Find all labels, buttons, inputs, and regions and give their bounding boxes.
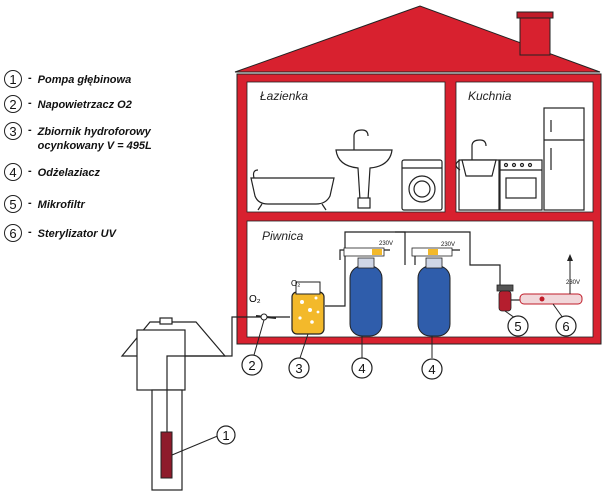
voltage-label-2: 230V — [441, 242, 455, 248]
legend-number: 2 — [4, 95, 22, 113]
voltage-label-1: 230V — [379, 241, 393, 247]
svg-text:4: 4 — [428, 362, 435, 377]
legend-dash: - — [28, 72, 32, 84]
legend-text: Napowietrzacz O2 — [37, 99, 132, 111]
legend-number: 6 — [4, 224, 22, 242]
legend-number: 4 — [4, 163, 22, 181]
callout-6: 6 — [552, 303, 577, 337]
o2-pipe-label: O₂ — [249, 294, 261, 305]
svg-text:1: 1 — [222, 428, 229, 443]
kitchen-sink-icon — [455, 139, 500, 211]
bathroom-label: Łazienka — [260, 89, 308, 103]
well-cover — [120, 317, 227, 391]
callout-3: 3 — [288, 333, 310, 379]
iron-filter-2 — [411, 247, 453, 337]
callout-5: 5 — [504, 310, 529, 337]
svg-text:5: 5 — [514, 319, 521, 334]
iron-filter-1 — [343, 247, 385, 337]
legend-dash: - — [28, 124, 32, 136]
legend-item-2: 2 - Napowietrzacz O2 — [4, 95, 132, 113]
legend-dash: - — [28, 97, 32, 109]
svg-text:2: 2 — [248, 358, 255, 373]
fridge-icon — [543, 107, 585, 211]
callout-1: 1 — [171, 425, 236, 456]
legend-item-3: 3 - Zbiornik hydroforowy ocynkowany V = … — [4, 122, 152, 153]
legend-text: Pompa głębinowa — [37, 74, 132, 86]
deep-well-pump — [160, 431, 173, 479]
legend-item-6: 6 - Sterylizator UV — [4, 224, 116, 242]
bathtub-icon — [250, 169, 335, 211]
uv-sterilizer-icon — [519, 254, 583, 305]
microfilter-icon — [496, 284, 514, 312]
roof — [234, 5, 601, 73]
svg-text:3: 3 — [295, 361, 302, 376]
chimney — [519, 14, 551, 56]
legend-number: 1 — [4, 70, 22, 88]
legend-text: Odżelaziacz — [37, 167, 101, 179]
legend-number: 5 — [4, 195, 22, 213]
stove-icon — [499, 159, 543, 211]
legend-item-4: 4 - Odżelaziacz — [4, 163, 100, 181]
legend-item-5: 5 - Mikrofiltr — [4, 195, 85, 213]
voltage-label-3: 230V — [566, 280, 580, 286]
svg-text:6: 6 — [562, 319, 569, 334]
hydrofor-tank — [291, 281, 325, 335]
legend-number: 3 — [4, 122, 22, 140]
svg-text:4: 4 — [358, 361, 365, 376]
legend-item-1: 1 - Pompa głębinowa — [4, 70, 131, 88]
legend-dash: - — [28, 226, 32, 238]
washing-machine-icon — [401, 159, 443, 211]
o2-tank-label: O₂ — [291, 279, 300, 288]
sink-icon — [335, 129, 393, 209]
kitchen-label: Kuchnia — [468, 89, 512, 103]
callout-4b: 4 — [421, 336, 443, 380]
legend-dash: - — [28, 165, 32, 177]
legend-dash: - — [28, 197, 32, 209]
callout-2: 2 — [241, 319, 265, 376]
legend-text: Zbiornik hydroforowy ocynkowany V = 495L — [37, 126, 152, 152]
basement-label: Piwnica — [262, 229, 304, 243]
legend-text: Sterylizator UV — [37, 228, 116, 240]
chimney-cap — [516, 11, 554, 19]
legend-text: Mikrofiltr — [37, 199, 85, 211]
callout-4a: 4 — [351, 336, 373, 379]
